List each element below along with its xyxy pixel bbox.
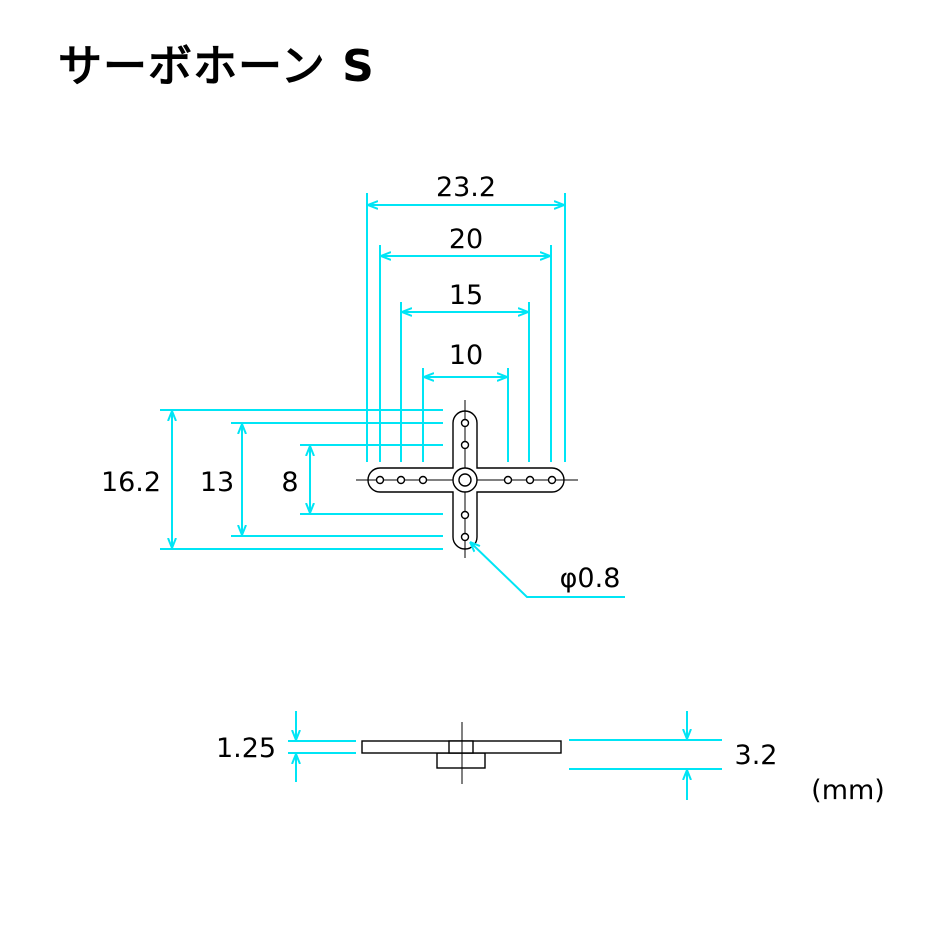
height-label: 3.2 — [735, 740, 778, 771]
hole-callout: φ0.8 — [470, 542, 625, 598]
horn-top-view — [356, 400, 578, 558]
thickness-label: 1.25 — [216, 733, 276, 764]
dim-label-23-2: 23.2 — [436, 172, 496, 203]
horn-side-view — [361, 722, 562, 784]
dim-label-20: 20 — [449, 224, 483, 255]
dim-label-15: 15 — [449, 280, 483, 311]
dim-label-10: 10 — [449, 340, 483, 371]
page-title: サーボホーン S — [58, 41, 375, 92]
dim-label-16-2: 16.2 — [101, 467, 161, 498]
dim-label-8: 8 — [281, 467, 298, 498]
unit-label: (mm) — [811, 775, 885, 806]
side-dimensions: 1.25 3.2 — [216, 711, 778, 800]
dim-label-13: 13 — [200, 467, 234, 498]
height-dimensions: 16.2 13 8 — [101, 409, 443, 550]
hole-label: φ0.8 — [560, 563, 621, 594]
width-dimensions: 23.2 20 15 10 — [366, 172, 566, 462]
